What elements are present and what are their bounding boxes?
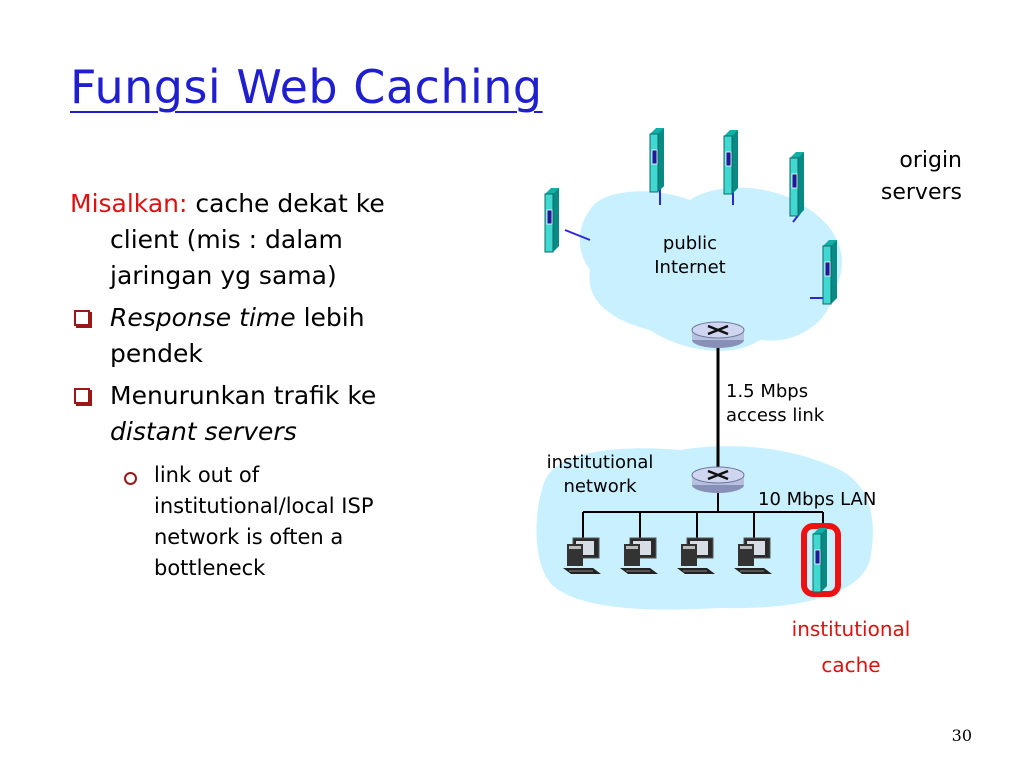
intro-text-line2: client (mis : dalam	[110, 225, 343, 254]
slide-body: Misalkan: cache dekat ke client (mis : d…	[70, 186, 490, 584]
slide-title: Fungsi Web Caching	[70, 60, 543, 114]
public-internet-label: public Internet	[654, 233, 726, 278]
internet-router-icon	[690, 320, 746, 350]
origin-server-icon	[649, 127, 665, 193]
origin-server-icon	[789, 151, 805, 217]
bullet1-rest: lebih	[295, 303, 365, 332]
square-bullet-icon	[74, 388, 90, 404]
bullet2-text: Menurunkan trafik ke	[110, 381, 377, 410]
intro-text-line1: cache dekat ke	[195, 189, 385, 218]
square-bullet-icon	[74, 310, 90, 326]
origin-server-icon	[822, 239, 838, 305]
origin-server-icon	[723, 129, 739, 195]
lan-label: 10 Mbps LAN	[758, 489, 877, 510]
institutional-network-label: institutional network	[546, 452, 654, 497]
bullet-traffic: Menurunkan trafik ke distant servers	[70, 378, 490, 450]
page-number: 30	[951, 726, 972, 745]
access-link-label: 1.5 Mbps access link	[726, 381, 825, 426]
sub-line4: bottleneck	[154, 556, 266, 580]
intro-label: Misalkan:	[70, 189, 188, 218]
circle-bullet-icon	[124, 472, 137, 485]
institutional-router-icon	[690, 465, 746, 495]
server-link	[564, 229, 591, 241]
bullet1-line2: pendek	[110, 339, 203, 368]
sub-bullet-bottleneck: link out of institutional/local ISP netw…	[70, 460, 490, 584]
sub-line1: link out of	[154, 463, 260, 487]
institutional-cloud	[536, 446, 873, 610]
origin-servers-label: origin servers	[880, 148, 962, 205]
bullet1-italic: Response time	[110, 303, 296, 332]
intro-text-line3: jaringan yg sama)	[110, 261, 337, 290]
sub-line2: institutional/local ISP	[154, 494, 374, 518]
bullet2-italic: distant servers	[110, 417, 297, 446]
cache-server-icon	[812, 527, 828, 593]
bullet-response-time: Response time lebih pendek	[70, 300, 490, 372]
institutional-cache-label: institutional cache	[791, 617, 911, 677]
cache-highlight	[801, 523, 841, 597]
sub-line3: network is often a	[154, 525, 344, 549]
origin-server-icon	[544, 187, 560, 253]
intro-paragraph: Misalkan: cache dekat ke client (mis : d…	[70, 186, 490, 294]
internet-cloud	[579, 187, 842, 351]
